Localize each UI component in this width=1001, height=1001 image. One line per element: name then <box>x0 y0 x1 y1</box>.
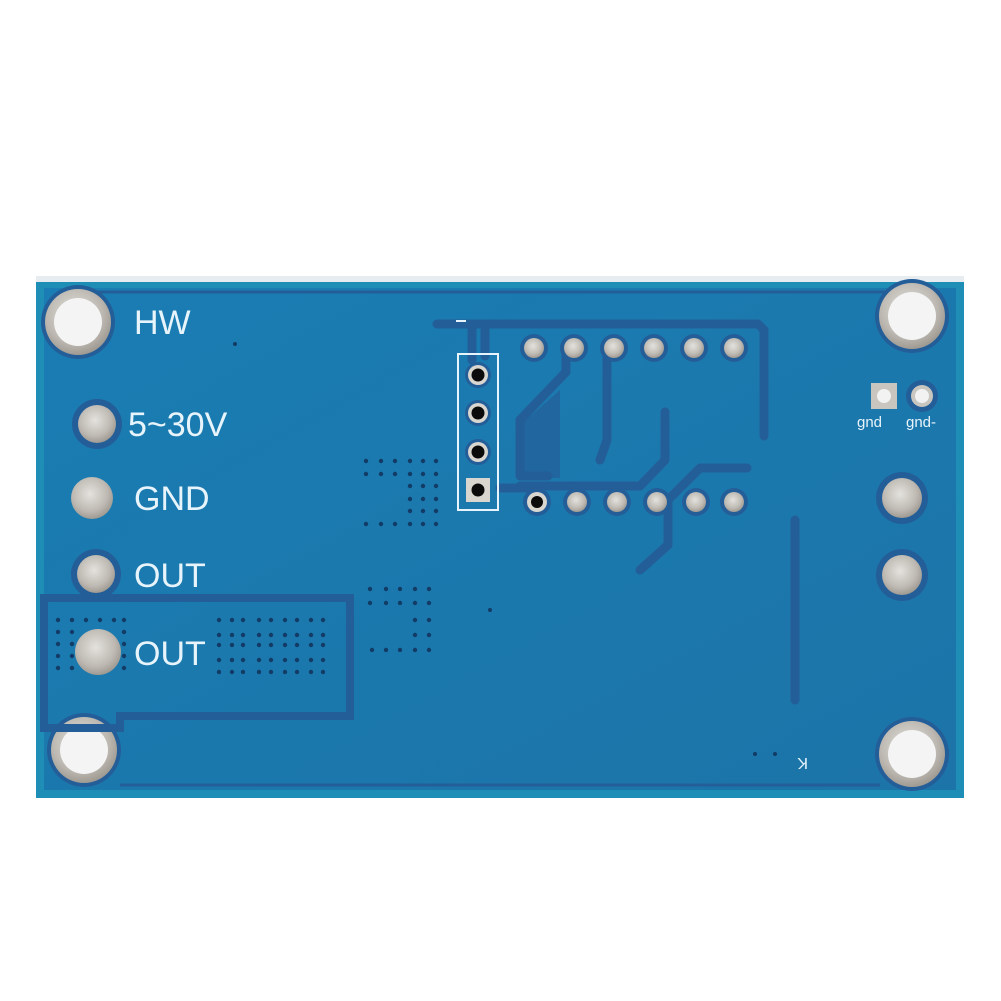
pad-right-2 <box>876 549 928 601</box>
copper-pour-ic <box>520 390 560 478</box>
via-grid-out <box>55 617 127 671</box>
label-out-1: OUT <box>134 557 206 595</box>
pad-right-1 <box>876 472 928 524</box>
label-out-2: OUT <box>134 635 206 673</box>
pad-supply <box>72 399 122 449</box>
copper-pour-out <box>40 594 354 732</box>
pin-header <box>457 353 499 511</box>
pad-gnd <box>71 477 113 519</box>
ic-pins-bottom <box>523 488 748 516</box>
label-marker-k: K <box>797 754 808 771</box>
pad-out-2 <box>75 629 121 675</box>
test-pad-gnd-minus <box>906 380 938 412</box>
silk-pin1-marker <box>456 320 466 322</box>
stray-vias <box>233 342 777 756</box>
ic-pins-top <box>520 334 748 362</box>
label-supply: 5~30V <box>128 406 228 444</box>
via-grid-center-upper <box>363 458 439 527</box>
mounting-hole-top-right <box>875 279 949 353</box>
label-test-gnd-minus: gnd- <box>906 414 936 431</box>
label-test-gnd: gnd <box>857 414 882 431</box>
mounting-hole-top-left <box>41 285 115 359</box>
label-brand: HW <box>134 304 191 342</box>
label-gnd: GND <box>134 480 210 518</box>
mounting-hole-bottom-right <box>875 717 949 791</box>
pad-out-1 <box>71 549 121 599</box>
test-pad-gnd <box>871 383 897 409</box>
via-grid-center-lower <box>367 586 432 653</box>
via-grid-out-right <box>216 617 326 675</box>
